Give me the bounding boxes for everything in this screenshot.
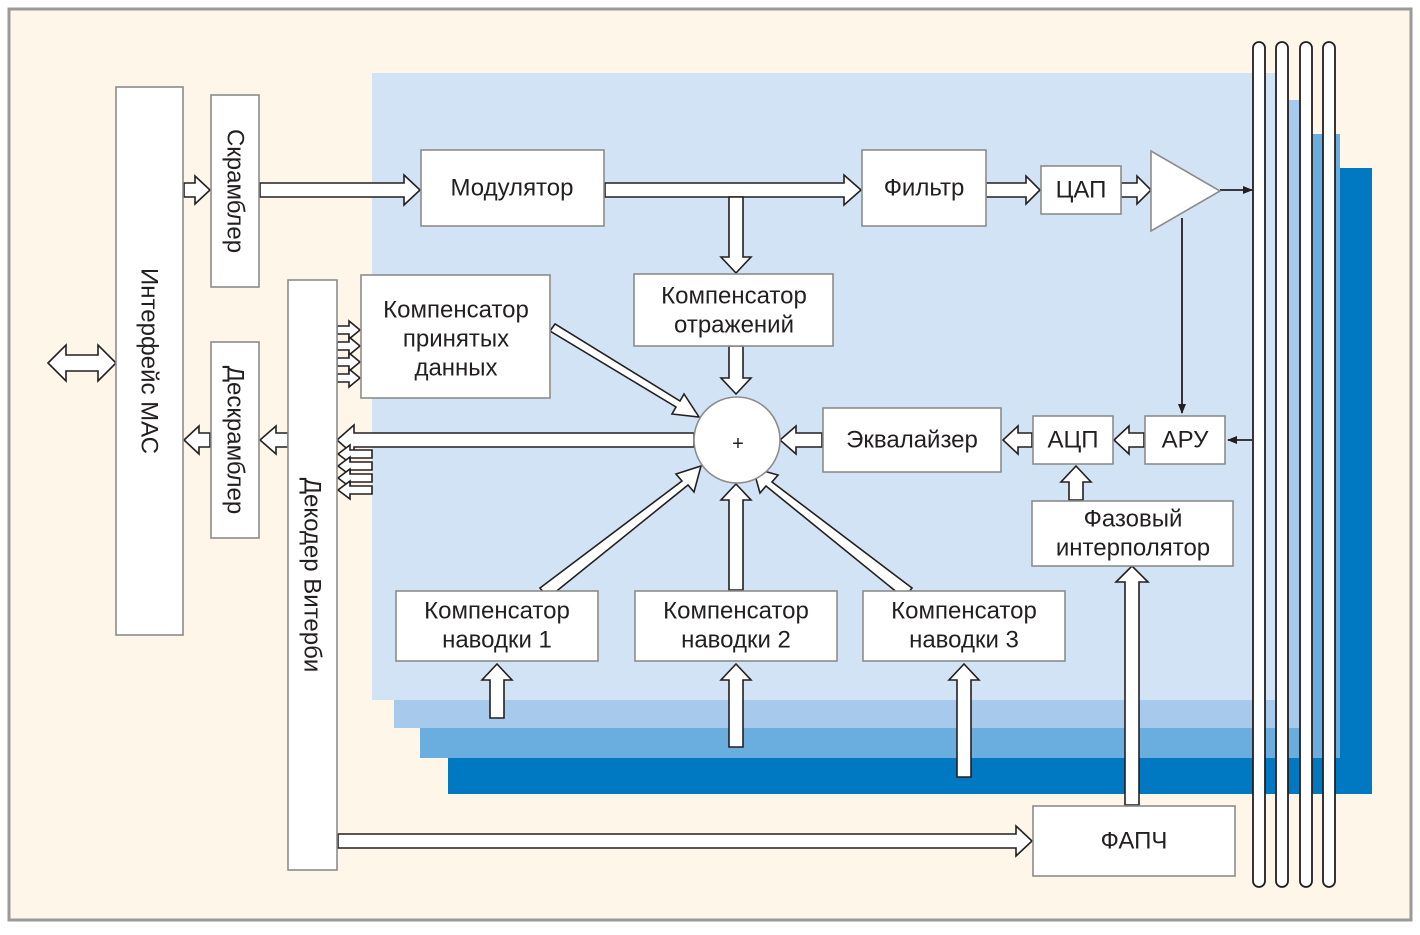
descrambler-label: Дескрамблер <box>222 366 249 514</box>
arrow-crosstalk1-to-summer <box>538 464 703 600</box>
arrow-input-crosstalk2 <box>719 662 753 748</box>
scrambler-block: Скрамблер <box>210 94 260 288</box>
dac-block: ЦАП <box>1040 165 1122 215</box>
arrow-modulator-to-echo-compensator <box>719 196 753 275</box>
arrow-viterbi-to-descrambler <box>258 424 289 456</box>
connections <box>46 173 1253 858</box>
scrambler-label: Скрамблер <box>222 129 249 253</box>
equalizer-label: Эквалайзер <box>846 427 978 454</box>
crosstalk-compensator-2-line-1: Компенсатор <box>663 598 809 625</box>
arrow-agc-to-adc <box>1112 424 1145 456</box>
arrow-phase-interpolator-to-adc <box>1059 464 1093 501</box>
arrow-crosstalk2-to-summer <box>719 482 753 591</box>
equalizer-block: Эквалайзер <box>822 407 1002 473</box>
adc-block: АЦП <box>1032 415 1114 465</box>
crosstalk-compensator-3-block: Компенсатор наводки 3 <box>862 590 1066 662</box>
received-data-compensator-block: Компенсатор принятых данных <box>360 274 551 399</box>
arrow-input-crosstalk1 <box>480 662 514 719</box>
arrow-mac-to-scrambler <box>183 174 212 206</box>
arrow-adc-to-equalizer <box>1001 424 1033 456</box>
arrow-pll-to-phase-interpolator <box>1114 564 1150 806</box>
pll-label: ФАПЧ <box>1101 828 1168 855</box>
viterbi-decoder-block: Декодер Витерби <box>287 279 338 871</box>
crosstalk-compensator-2-block: Компенсатор наводки 2 <box>634 590 838 662</box>
adc-label: АЦП <box>1047 427 1098 454</box>
phase-interpolator-block: Фазовый интерполятор <box>1031 500 1234 567</box>
crosstalk-compensator-3-line-1: Компенсатор <box>891 598 1037 625</box>
arrow-crosstalk3-to-summer <box>751 466 914 600</box>
crosstalk-compensator-1-block: Компенсатор наводки 1 <box>395 590 599 662</box>
arrow-modulator-to-filter <box>604 173 863 207</box>
summer-label: + <box>732 433 744 455</box>
received-compensator-line-2: принятых <box>403 326 509 353</box>
arrow-echo-compensator-to-summer <box>719 345 753 396</box>
arrow-filter-to-dac <box>985 174 1042 206</box>
echo-compensator-block: Компенсатор отражений <box>633 273 834 347</box>
modulator-label: Модулятор <box>451 175 574 202</box>
arrow-dac-to-driver <box>1120 174 1153 206</box>
crosstalk-compensator-2-line-2: наводки 2 <box>681 627 791 654</box>
modulator-block: Модулятор <box>420 149 605 227</box>
pll-block: ФАПЧ <box>1032 805 1236 877</box>
descrambler-block: Дескрамблер <box>210 341 260 539</box>
crosstalk-compensator-3-line-2: наводки 3 <box>909 627 1019 654</box>
arrows-compensators-to-viterbi <box>336 443 373 501</box>
phase-interpolator-line-1: Фазовый <box>1084 506 1183 533</box>
viterbi-decoder-label: Декодер Витерби <box>299 478 326 673</box>
agc-block: АРУ <box>1144 415 1226 465</box>
agc-label: АРУ <box>1162 427 1209 454</box>
received-compensator-line-1: Компенсатор <box>383 297 529 324</box>
dac-label: ЦАП <box>1056 177 1107 204</box>
filter-block: Фильтр <box>861 149 987 227</box>
mac-interface-block: Интерфейс МАС <box>115 86 184 636</box>
summer-node: + <box>693 396 781 484</box>
filter-label: Фильтр <box>884 175 965 202</box>
line-driver-amplifier <box>1150 149 1222 233</box>
arrows-viterbi-to-received-compensator <box>336 319 362 389</box>
arrow-viterbi-to-pll <box>337 824 1034 858</box>
phase-interpolator-line-2: интерполятор <box>1056 535 1210 562</box>
arrow-received-compensator-to-summer <box>548 322 701 418</box>
line-bus <box>1252 41 1336 888</box>
arrow-scrambler-to-modulator <box>259 173 422 207</box>
mac-interface-label: Интерфейс МАС <box>136 268 163 454</box>
crosstalk-compensator-1-line-1: Компенсатор <box>424 598 570 625</box>
arrow-equalizer-to-summer <box>778 424 823 456</box>
echo-compensator-line-1: Компенсатор <box>661 283 807 310</box>
echo-compensator-line-2: отражений <box>674 312 794 339</box>
arrow-descrambler-to-mac <box>182 424 211 456</box>
arrow-input-crosstalk3 <box>947 662 981 778</box>
crosstalk-compensator-1-line-2: наводки 1 <box>442 627 552 654</box>
received-compensator-line-3: данных <box>414 355 497 382</box>
